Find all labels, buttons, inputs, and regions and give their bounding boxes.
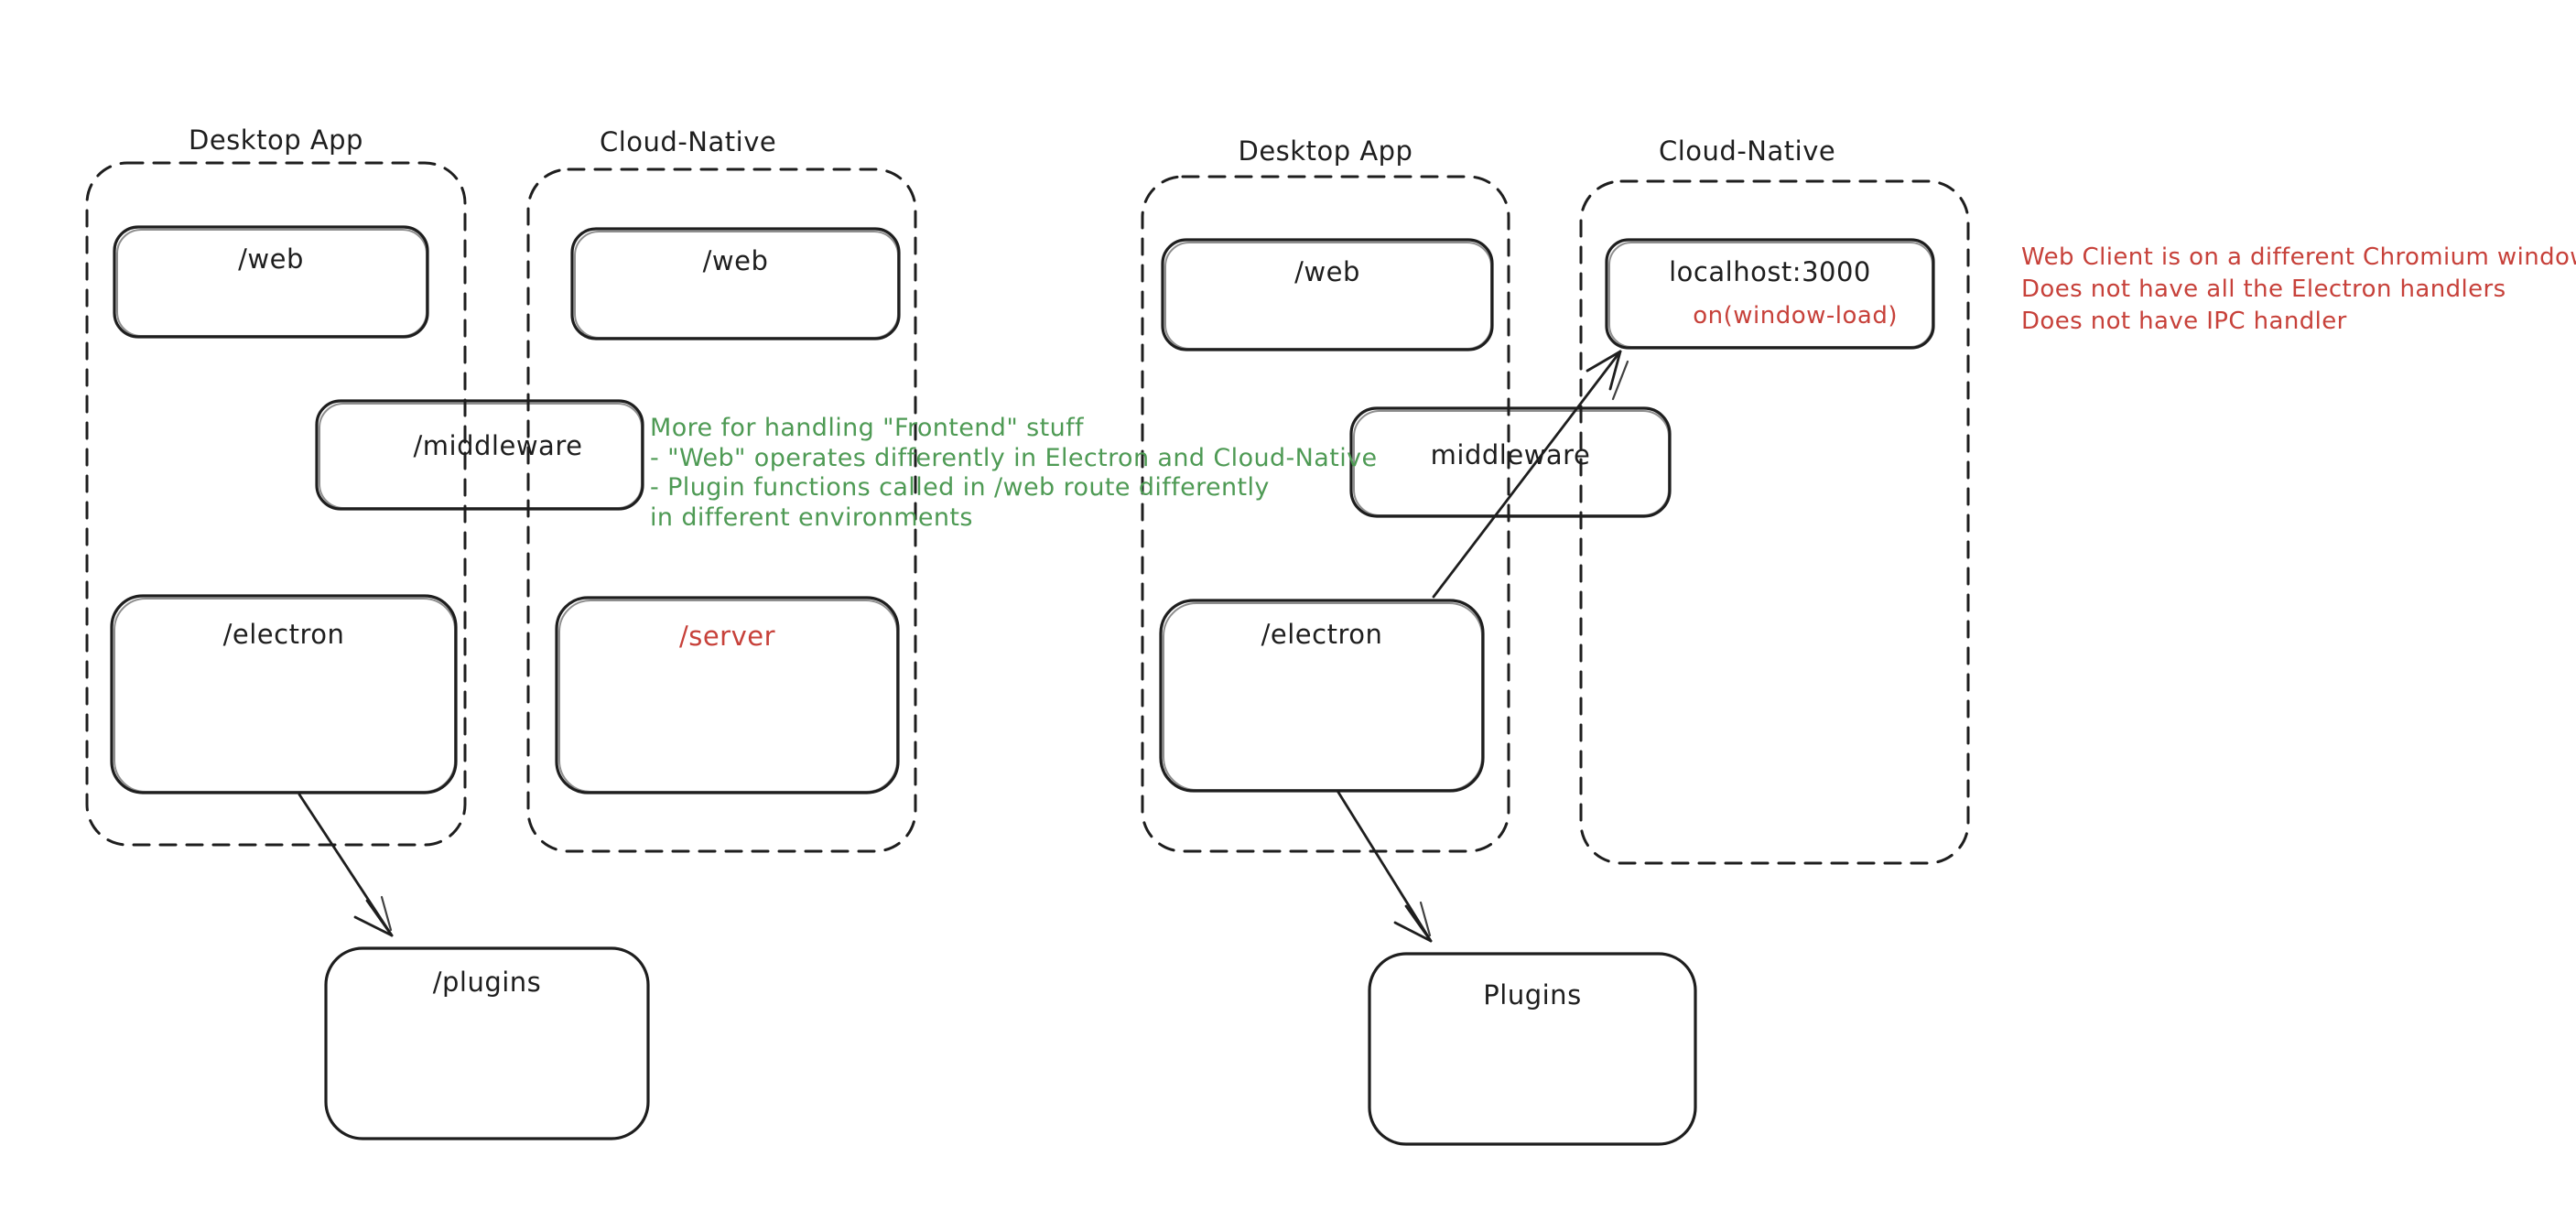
left-plugins-label: /plugins — [432, 967, 542, 998]
left-middleware-box-sketch — [319, 403, 643, 509]
right-plugins-box — [1368, 952, 1697, 1146]
left-server-label: /server — [678, 621, 776, 652]
arrowhead-barb — [1586, 350, 1622, 373]
right-localhost-box-sketch — [1608, 242, 1933, 348]
right-electron-box-sketch — [1163, 602, 1483, 791]
green-annotation-line: in different environments — [650, 503, 973, 532]
arrow-shaft — [1432, 350, 1622, 599]
left-web-cloud-label: /web — [702, 245, 769, 276]
red-annotation: Web Client is on a different Chromium wi… — [2021, 242, 2576, 338]
left-desktop-app-header: Desktop App — [189, 124, 363, 156]
arrowhead-barb — [1608, 350, 1622, 391]
left-cloud-native-header: Cloud-Native — [600, 126, 777, 157]
right-electron-to-localhost-arrow — [1432, 350, 1629, 599]
right-electron-label: /electron — [1261, 619, 1383, 650]
left-middleware-label: /middleware — [413, 430, 583, 461]
red-annotation-line: Web Client is on a different Chromium wi… — [2021, 243, 2576, 271]
right-desktop-app-header: Desktop App — [1238, 135, 1413, 167]
arrowhead-barb — [1404, 904, 1433, 943]
left-web-desktop-label: /web — [238, 243, 304, 275]
left-electron-box-sketch — [114, 598, 456, 793]
left-web-cloud-box-sketch — [574, 231, 899, 339]
arrowhead-barb — [353, 915, 394, 937]
green-annotation-line: - "Web" operates differently in Electron… — [650, 443, 1378, 472]
right-cloud-native-container — [1579, 179, 1970, 865]
right-middleware-label: middleware — [1430, 439, 1591, 470]
green-annotation: More for handling "Frontend" stuff - "We… — [650, 414, 1378, 533]
right-middleware-box-sketch — [1353, 410, 1670, 516]
arrowhead-barb — [1393, 921, 1433, 943]
arrow-shaft — [1336, 789, 1433, 943]
arrowhead-barb — [365, 899, 394, 937]
right-cloud-native-header: Cloud-Native — [1659, 135, 1836, 167]
green-annotation-line: - Plugin functions called in /web route … — [650, 473, 1270, 502]
left-desktop-app-container — [85, 161, 467, 847]
arrowhead-sketch-stroke — [1419, 901, 1432, 937]
arrowhead-sketch-stroke — [380, 895, 393, 932]
red-annotation-line: Does not have IPC handler — [2021, 308, 2347, 335]
right-window-load-label: on(window-load) — [1693, 302, 1898, 330]
left-plugins-box — [324, 946, 650, 1140]
right-electron-to-plugins-arrow — [1336, 789, 1433, 943]
green-annotation-line: More for handling "Frontend" stuff — [650, 414, 1084, 442]
left-electron-label: /electron — [222, 619, 345, 650]
right-web-desktop-label: /web — [1294, 256, 1360, 287]
left-electron-to-plugins-arrow — [298, 793, 394, 937]
right-web-desktop-box-sketch — [1164, 242, 1492, 350]
left-web-desktop-box-sketch — [116, 229, 428, 337]
arrowhead-sketch-stroke — [1611, 360, 1629, 401]
red-annotation-line: Does not have all the Electron handlers — [2021, 276, 2506, 303]
right-plugins-label: Plugins — [1483, 979, 1582, 1010]
right-localhost-label: localhost:3000 — [1669, 256, 1871, 287]
right-desktop-app-container — [1141, 175, 1510, 853]
left-server-box-sketch — [558, 600, 898, 793]
